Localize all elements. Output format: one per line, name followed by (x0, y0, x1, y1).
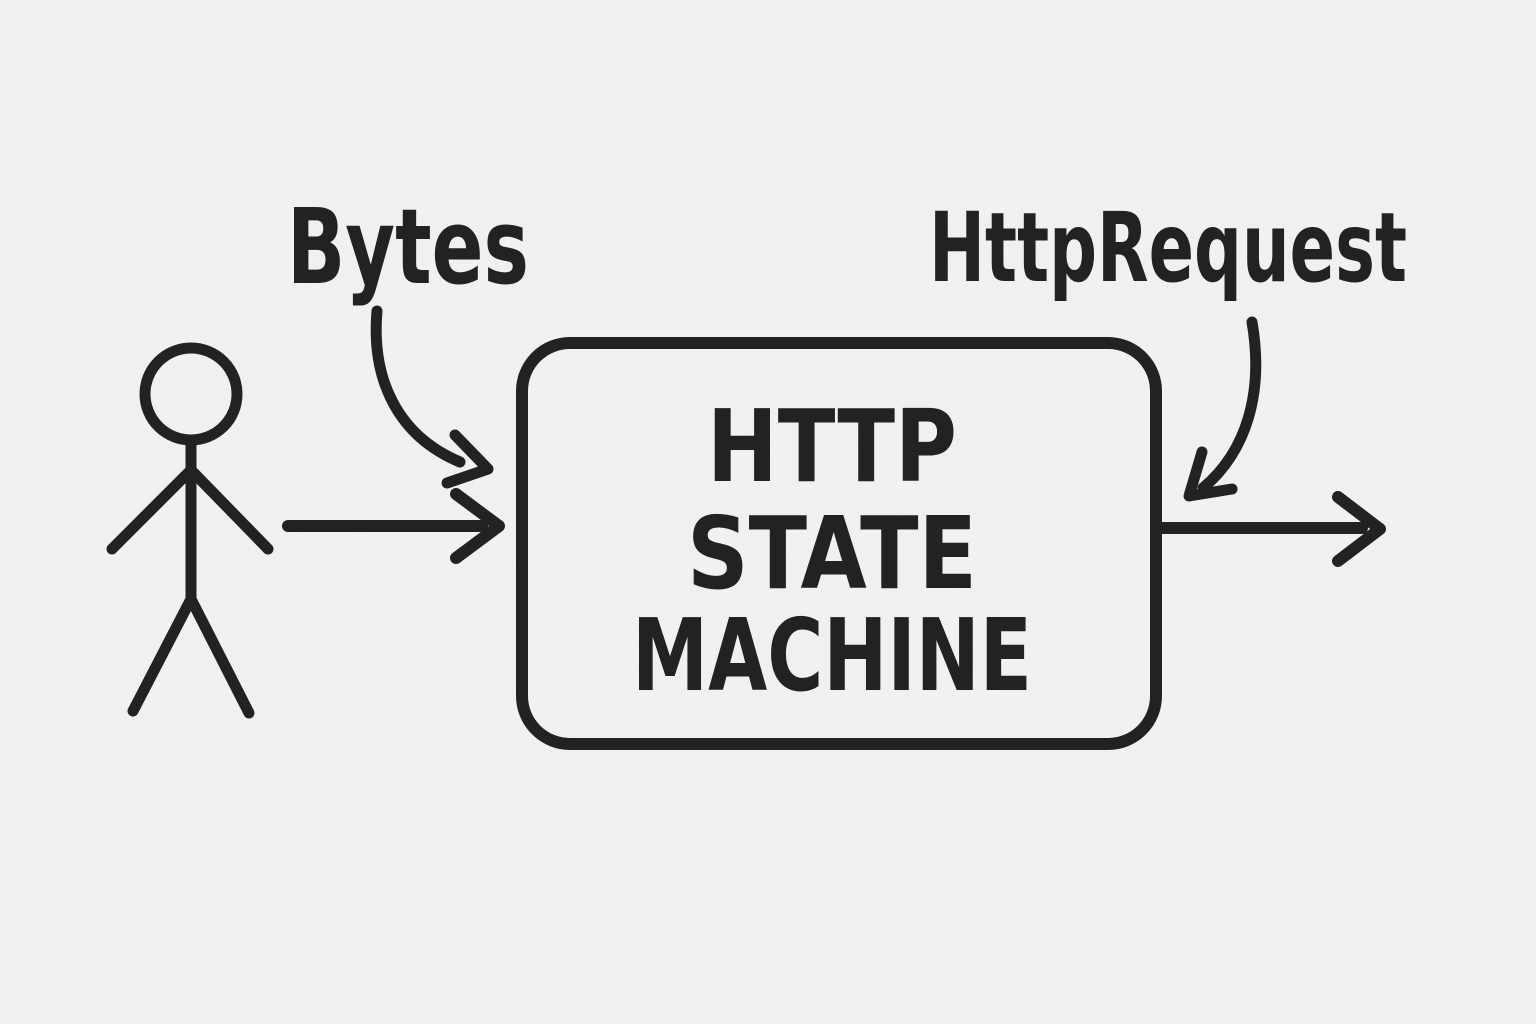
input-arrow (282, 488, 505, 564)
box-title-line-3: MACHINE (632, 597, 1032, 714)
input-arrow-head (450, 488, 505, 564)
httprequest-arrow-head (1183, 446, 1238, 502)
stick-figure-icon (106, 342, 274, 719)
stick-figure-legs (127, 593, 255, 719)
output-arrow-head (1332, 491, 1386, 567)
box-title-line-2: STATE (687, 495, 977, 612)
output-arrow (1152, 491, 1386, 567)
bytes-annotation-arrow (370, 305, 494, 489)
httprequest-arrow-curve (1197, 316, 1262, 494)
stick-figure-arms (106, 464, 274, 555)
bytes-arrow-head (441, 429, 494, 489)
ink-layer (106, 305, 1386, 750)
output-annotation-label: HttpRequest (929, 192, 1407, 304)
input-annotation-label: Bytes (287, 186, 529, 308)
bytes-arrow-curve (370, 305, 466, 468)
text-layer: Bytes HttpRequest HTTP STATE MACHINE (287, 186, 1407, 714)
httprequest-annotation-arrow (1183, 316, 1262, 502)
box-title-line-1: HTTP (707, 388, 957, 505)
state-machine-box (516, 337, 1162, 750)
